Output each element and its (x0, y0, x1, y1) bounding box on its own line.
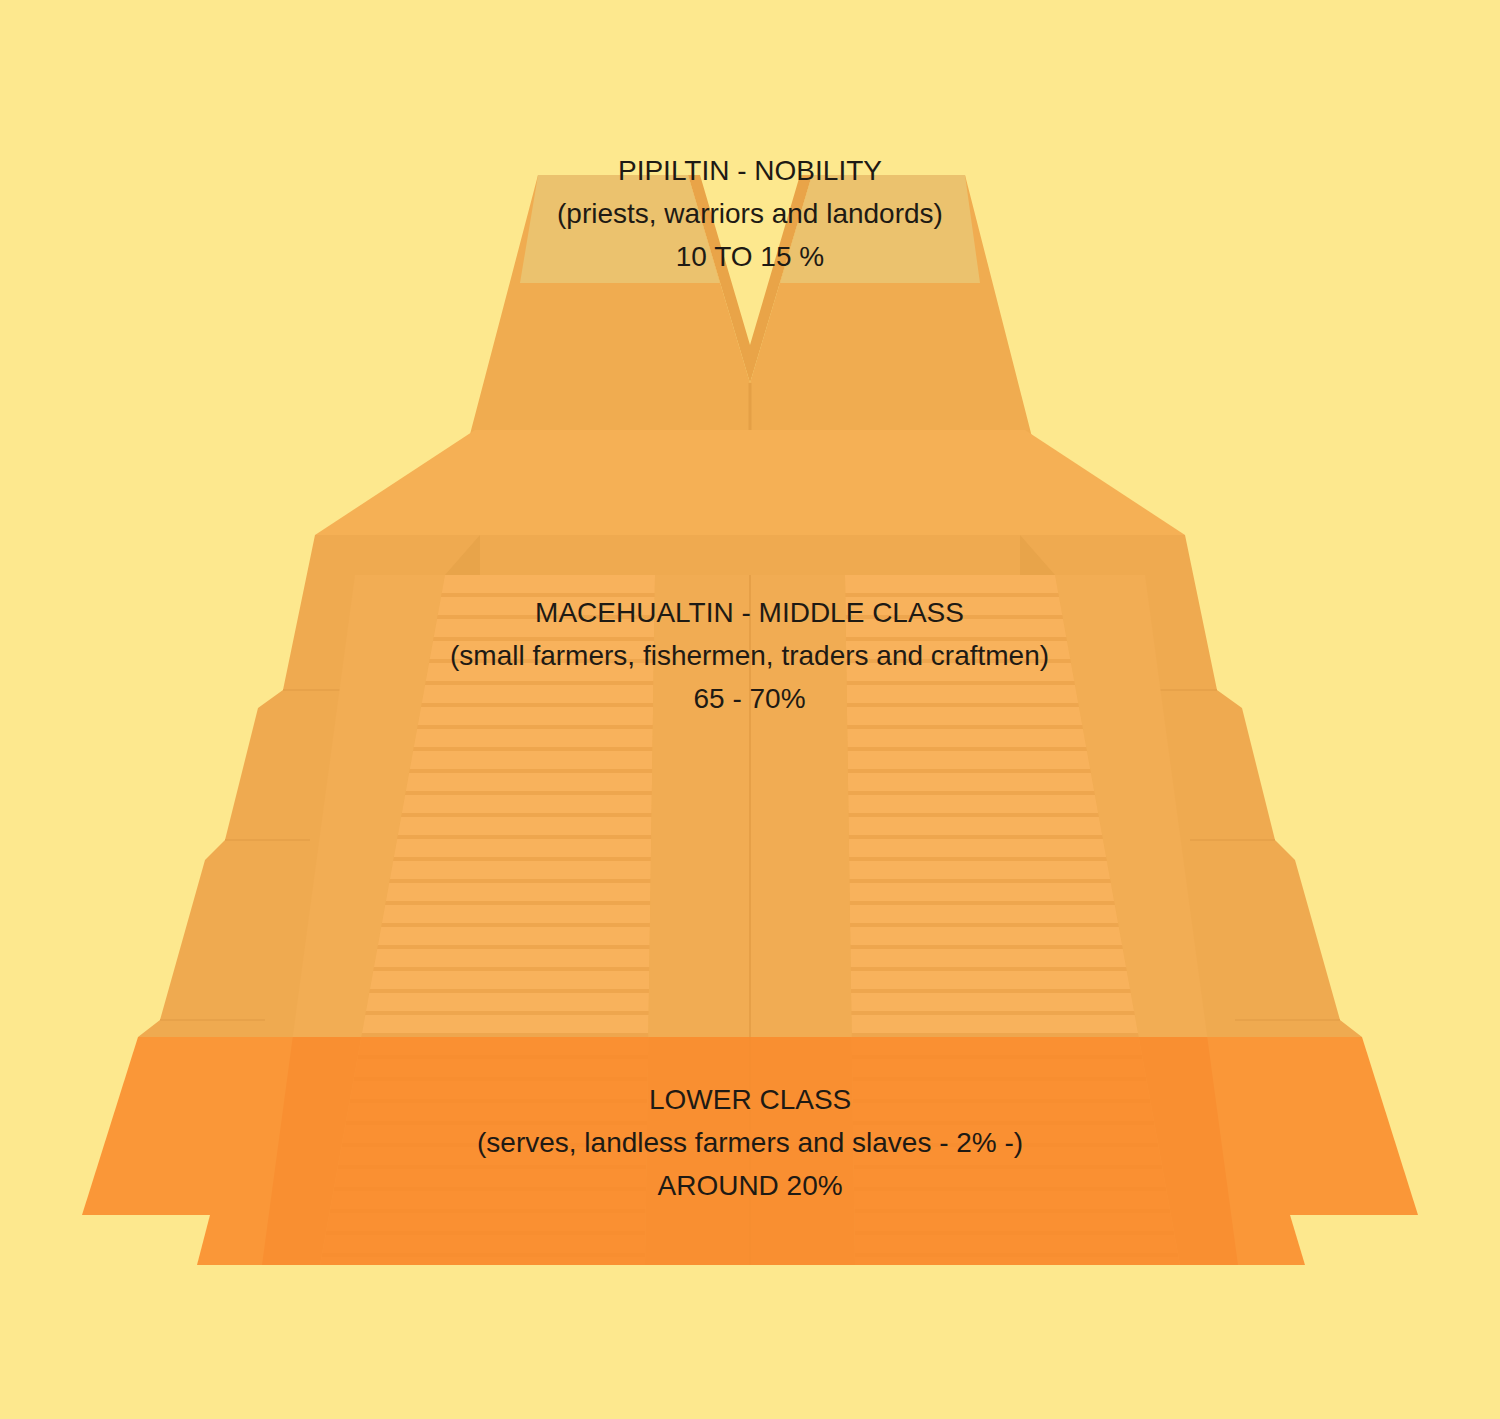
band-text: 10 TO 15 % (557, 235, 943, 278)
band-text: 65 - 70% (450, 677, 1049, 720)
class-band: LOWER CLASS(serves, landless farmers and… (465, 1074, 1035, 1211)
band-text: MACEHUALTIN - MIDDLE CLASS (450, 591, 1049, 634)
band-text: PIPILTIN - NOBILITY (557, 149, 943, 192)
ramp-top (445, 535, 480, 575)
band-text: AROUND 20% (477, 1164, 1023, 1207)
ramp-top (1020, 535, 1055, 575)
lower-base (197, 1215, 1305, 1265)
temple-top (520, 175, 980, 283)
band-text: LOWER CLASS (477, 1078, 1023, 1121)
class-band: MACEHUALTIN - MIDDLE CLASS(small farmers… (438, 587, 1061, 724)
band-text: (small farmers, fishermen, traders and c… (450, 634, 1049, 677)
band-text: (serves, landless farmers and slaves - 2… (477, 1121, 1023, 1164)
band-text: (priests, warriors and landords) (557, 192, 943, 235)
lower-band (82, 1037, 1418, 1215)
class-band: PIPILTIN - NOBILITY(priests, warriors an… (545, 145, 955, 282)
platform (315, 430, 1185, 535)
